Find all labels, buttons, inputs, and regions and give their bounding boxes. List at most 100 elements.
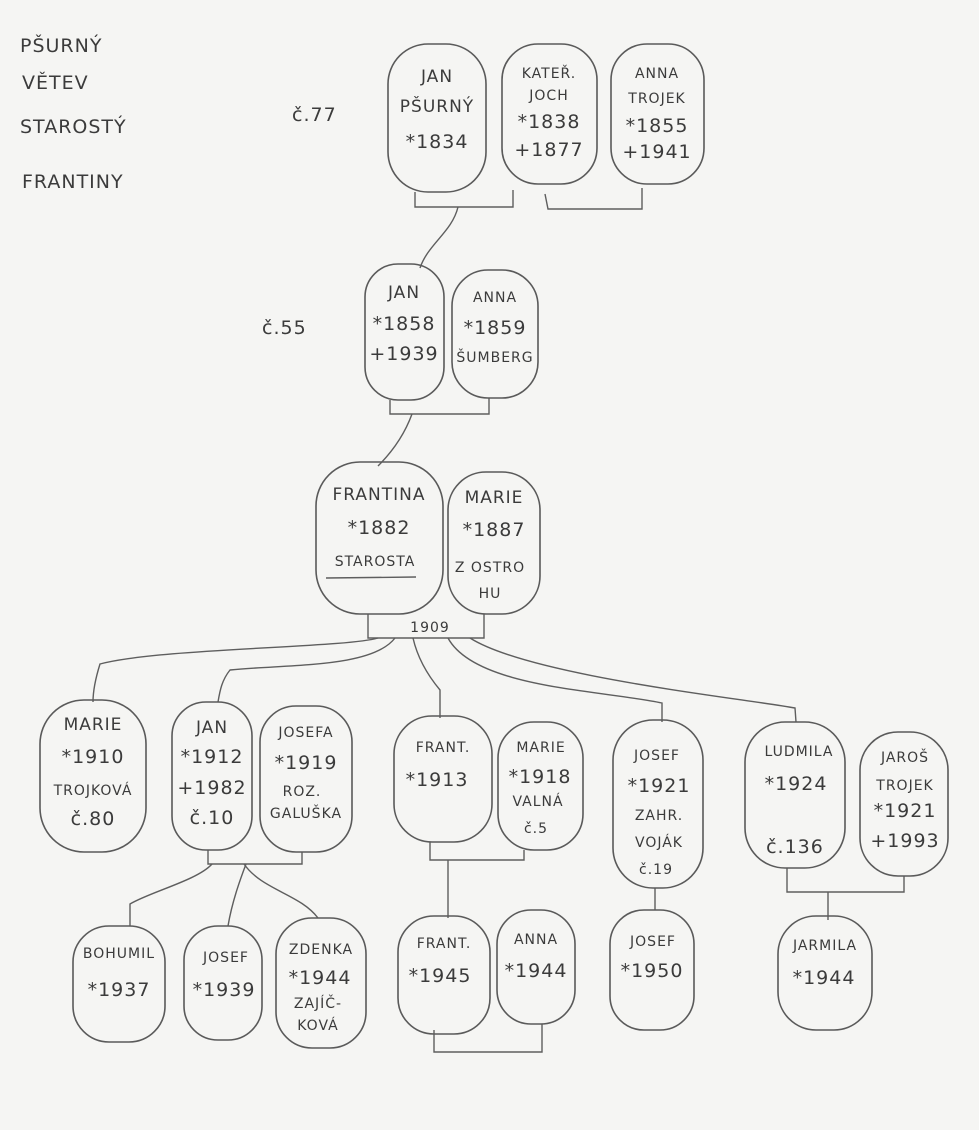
person-death: +1877 <box>514 139 583 161</box>
person-name: JAROŠ <box>880 748 929 766</box>
person-jan-psurny: JAN PŠURNÝ *1834 <box>387 43 487 193</box>
branch-to-bohumil <box>129 863 213 926</box>
person-title: STAROSTA <box>335 554 416 570</box>
person-death: +1941 <box>622 141 691 163</box>
person-jarmila-1944: JARMILA *1944 <box>777 915 873 1031</box>
person-birth: *1910 <box>62 746 125 768</box>
person-name: LUDMILA <box>764 744 833 760</box>
connector-gen2-to-gen3 <box>377 413 413 467</box>
person-anna-trojek-1855: ANNA TROJEK *1855 +1941 <box>610 43 705 185</box>
person-surname: TROJEK <box>627 91 685 107</box>
person-name: FRANT. <box>417 936 472 952</box>
person-katerina-joch: KATEŘ. JOCH *1838 +1877 <box>501 43 598 185</box>
person-name: MARIE <box>516 740 565 756</box>
person-birth: *1882 <box>348 517 411 539</box>
person-name: BOHUMIL <box>83 946 155 962</box>
person-birth: *1950 <box>621 960 684 982</box>
person-surname-1: ZAJÍČ- <box>294 994 342 1012</box>
person-name: JOSEFA <box>277 725 333 741</box>
person-marie-1887: MARIE *1887 Z OSTRO HU <box>447 471 541 615</box>
person-birth: *1918 <box>509 766 572 788</box>
person-house: č.80 <box>71 808 116 830</box>
house-number-77: č.77 <box>292 104 337 126</box>
person-note-2: VOJÁK <box>635 834 683 851</box>
connector-lines <box>92 188 905 1053</box>
person-marie-1918: MARIE *1918 VALNÁ č.5 <box>497 721 584 851</box>
connector-frant-anna-1944 <box>433 1024 543 1053</box>
person-name: FRANTINA <box>333 485 426 505</box>
person-josefa-1919: JOSEFA *1919 ROZ. GALUŠKA <box>259 705 353 853</box>
connector-frant-marie <box>429 842 525 861</box>
person-birth: *1944 <box>793 967 856 989</box>
person-frant-1945: FRANT. *1945 <box>397 915 491 1035</box>
branch-to-josef-1921 <box>447 637 663 722</box>
person-house: č.136 <box>766 836 824 858</box>
person-jaros-trojek: JAROŠ TROJEK *1921 +1993 <box>859 731 949 877</box>
person-name: ANNA <box>514 932 558 948</box>
person-name: ZDENKA <box>289 942 353 958</box>
person-note: ŠUMBERG <box>456 348 533 366</box>
connector-gen3-couple <box>367 614 485 639</box>
person-josef-1950: JOSEF *1950 <box>609 909 695 1031</box>
person-birth: *1838 <box>518 111 581 133</box>
tree-title: PŠURNÝ VĚTEV STAROSTÝ FRANTINY <box>20 33 127 193</box>
person-origin-1: Z OSTRO <box>455 560 525 576</box>
person-birth: *1921 <box>874 800 937 822</box>
person-birth: *1855 <box>626 115 689 137</box>
person-name: JAN <box>420 67 453 87</box>
connector-gen2-couple <box>389 398 490 415</box>
person-surname-2: KOVÁ <box>297 1017 338 1034</box>
person-name: ANNA <box>635 66 679 82</box>
person-death: +1939 <box>369 343 438 365</box>
person-name: MARIE <box>465 488 524 508</box>
person-surname: VALNÁ <box>512 793 563 810</box>
person-origin-2: HU <box>479 586 502 602</box>
person-death: +1982 <box>177 777 246 799</box>
person-name: JOSEF <box>633 748 680 764</box>
person-name: JOSEF <box>202 950 249 966</box>
person-name: FRANT. <box>416 740 471 756</box>
person-birth: *1924 <box>765 773 828 795</box>
person-name: ANNA <box>473 290 517 306</box>
person-marie-1910: MARIE *1910 TROJKOVÁ č.80 <box>39 699 147 853</box>
person-bohumil-1937: BOHUMIL *1937 <box>72 925 166 1043</box>
connector-gen1-to-gen2 <box>419 206 459 269</box>
person-surname: PŠURNÝ <box>400 95 474 117</box>
person-birth: *1944 <box>505 960 568 982</box>
title-line-4: FRANTINY <box>22 171 124 193</box>
underline-starosta <box>325 576 417 579</box>
person-frant-1913: FRANT. *1913 <box>393 715 493 843</box>
person-ludmila-1924: LUDMILA *1924 č.136 <box>744 721 846 869</box>
person-house: č.10 <box>190 807 235 829</box>
house-number-55: č.55 <box>262 317 307 339</box>
person-josef-1939: JOSEF *1939 <box>183 925 263 1041</box>
title-line-3: STAROSTÝ <box>20 115 127 138</box>
connector-gen1-second <box>544 188 643 210</box>
person-birth: *1834 <box>406 131 469 153</box>
person-surname: TROJEK <box>875 778 933 794</box>
connector-ludmila-jaros <box>786 868 905 893</box>
person-birth: *1939 <box>193 979 256 1001</box>
person-birth: *1921 <box>628 775 691 797</box>
person-birth: *1937 <box>88 979 151 1001</box>
person-birth: *1858 <box>373 313 436 335</box>
title-line-2: VĚTEV <box>22 71 89 94</box>
person-jan-1912: JAN *1912 +1982 č.10 <box>171 701 253 851</box>
person-frantina: FRANTINA *1882 STAROSTA <box>315 461 444 615</box>
branch-to-zdenka <box>243 863 319 919</box>
person-name: MARIE <box>64 715 123 735</box>
branch-to-frant-1913 <box>412 637 441 718</box>
connector-gen1-couple <box>414 190 514 208</box>
person-zdenka-1944: ZDENKA *1944 ZAJÍČ- KOVÁ <box>275 917 367 1049</box>
branch-to-ludmila-1924 <box>469 637 797 723</box>
person-birth: *1944 <box>289 967 352 989</box>
person-house: č.19 <box>639 862 673 878</box>
person-name: JAN <box>387 283 420 303</box>
connector-jan-josefa <box>207 850 303 865</box>
person-josef-1921: JOSEF *1921 ZAHR. VOJÁK č.19 <box>612 719 704 889</box>
person-birth: *1945 <box>409 965 472 987</box>
person-surname: GALUŠKA <box>270 804 342 822</box>
branch-to-marie-1910 <box>92 637 379 703</box>
person-birth: *1913 <box>406 769 469 791</box>
